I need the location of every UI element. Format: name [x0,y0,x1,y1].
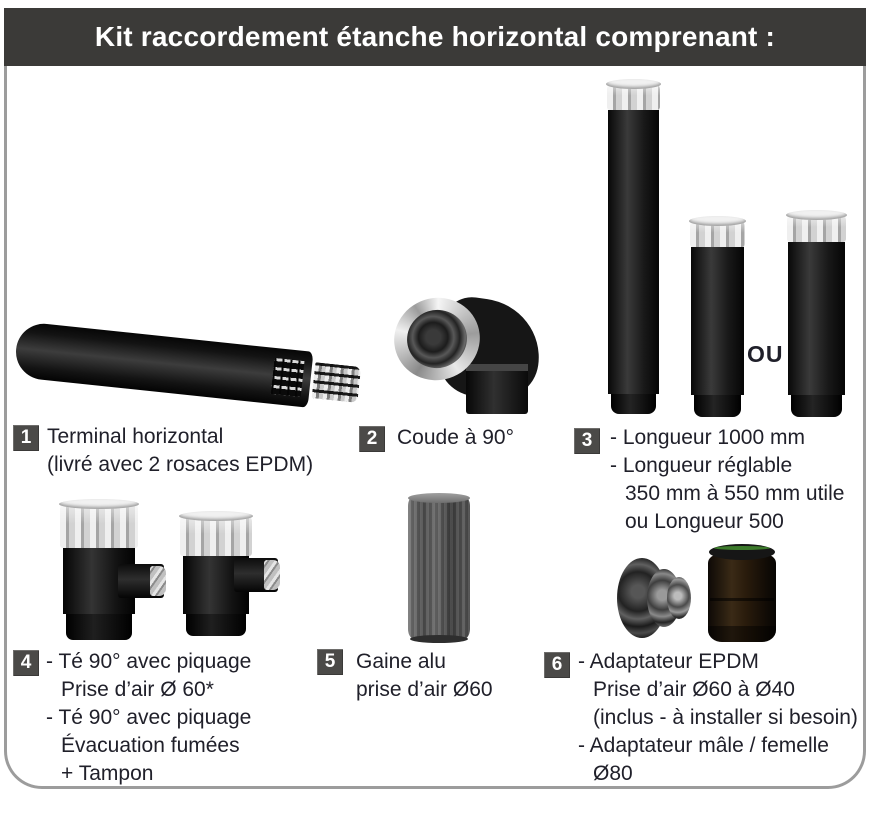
elbow-base [466,364,528,414]
tee-branch [118,564,166,598]
label-line: + Tampon [61,762,154,785]
label-line: - Adaptateur mâle / femelle [578,734,829,757]
item-5-badge: 5 [317,649,343,675]
title-bar: Kit raccordement étanche horizontal comp… [4,8,866,66]
label-line: (livré avec 2 rosaces EPDM) [47,453,314,476]
label-line: 350 mm à 550 mm utile [625,482,845,505]
tee-smoke-outlet-image [178,511,284,636]
label-line: Coude à 90° [397,426,514,449]
tee-cap [59,499,139,548]
pipe-body [608,110,659,394]
label-line: - Longueur 1000 mm [610,426,805,449]
terminal-pipe-tip [311,362,362,403]
pipe-cap [689,216,746,247]
label-line: Gaine alu [356,650,446,673]
label-line: Ø80 [593,762,633,785]
male-female-adapter-image [706,544,778,646]
item-1-badge: 1 [13,425,39,451]
adapter-ring-small [667,577,691,619]
terminal-vent-grid [270,357,305,397]
tee-foot [186,614,246,636]
pipe-body [691,247,744,395]
label-line: ou Longueur 500 [625,510,784,533]
item-4-label: - Té 90° avec piquage Prise d’air Ø 60* … [46,648,251,788]
tee-air-intake-image [58,499,170,642]
tee-branch [234,558,280,592]
item-2-badge: 2 [359,426,385,452]
label-line: - Adaptateur EPDM [578,650,759,673]
terminal-pipe-body [13,321,314,408]
label-line: Évacuation fumées [61,734,240,757]
label-line: prise d’air Ø60 [356,678,493,701]
item-2-label: Coude à 90° [397,424,514,452]
adapter-seam [710,598,774,601]
label-line: Prise d’air Ø 60* [61,678,214,701]
adapter-green-rim [709,544,775,560]
tee-foot [66,614,132,640]
item-4-badge: 4 [13,650,39,676]
item-5-label: Gaine alu prise d’air Ø60 [356,648,493,704]
epdm-adapter-image [617,558,697,642]
label-line: (inclus - à installer si besoin) [593,706,858,729]
alu-sleeve-image [408,493,470,643]
pipe-adjustable-image [689,216,746,417]
pipe-foot [694,395,741,417]
item-6-label: - Adaptateur EPDM Prise d’air Ø60 à Ø40 … [578,648,858,788]
label-line: - Longueur réglable [610,454,793,477]
item-3-label: - Longueur 1000 mm - Longueur réglable 3… [610,424,844,536]
pipe-body [788,242,845,395]
terminal-pipe [13,321,369,413]
item-1-label: Terminal horizontal (livré avec 2 rosace… [47,423,313,479]
label-line: Prise d’air Ø60 à Ø40 [593,678,795,701]
pipe-cap [606,79,661,110]
tee-cap [179,511,253,556]
label-line: - Té 90° avec piquage [46,650,252,673]
adapter-barrel [708,554,776,642]
elbow-opening [399,302,475,376]
label-line: - Té 90° avec piquage [46,706,252,729]
terminal-horizontal-image [13,316,369,424]
pipe-foot [611,394,656,414]
pipe-foot [791,395,842,417]
elbow-90-image [383,286,553,418]
label-line: Terminal horizontal [47,425,224,448]
or-label: OU [747,341,784,367]
item-3-badge: 3 [574,428,600,454]
page-title: Kit raccordement étanche horizontal comp… [94,21,776,52]
item-6-badge: 6 [544,652,570,678]
pipe-500-image [786,210,847,417]
pipe-cap [786,210,847,242]
pipe-1000mm-image [606,79,661,414]
